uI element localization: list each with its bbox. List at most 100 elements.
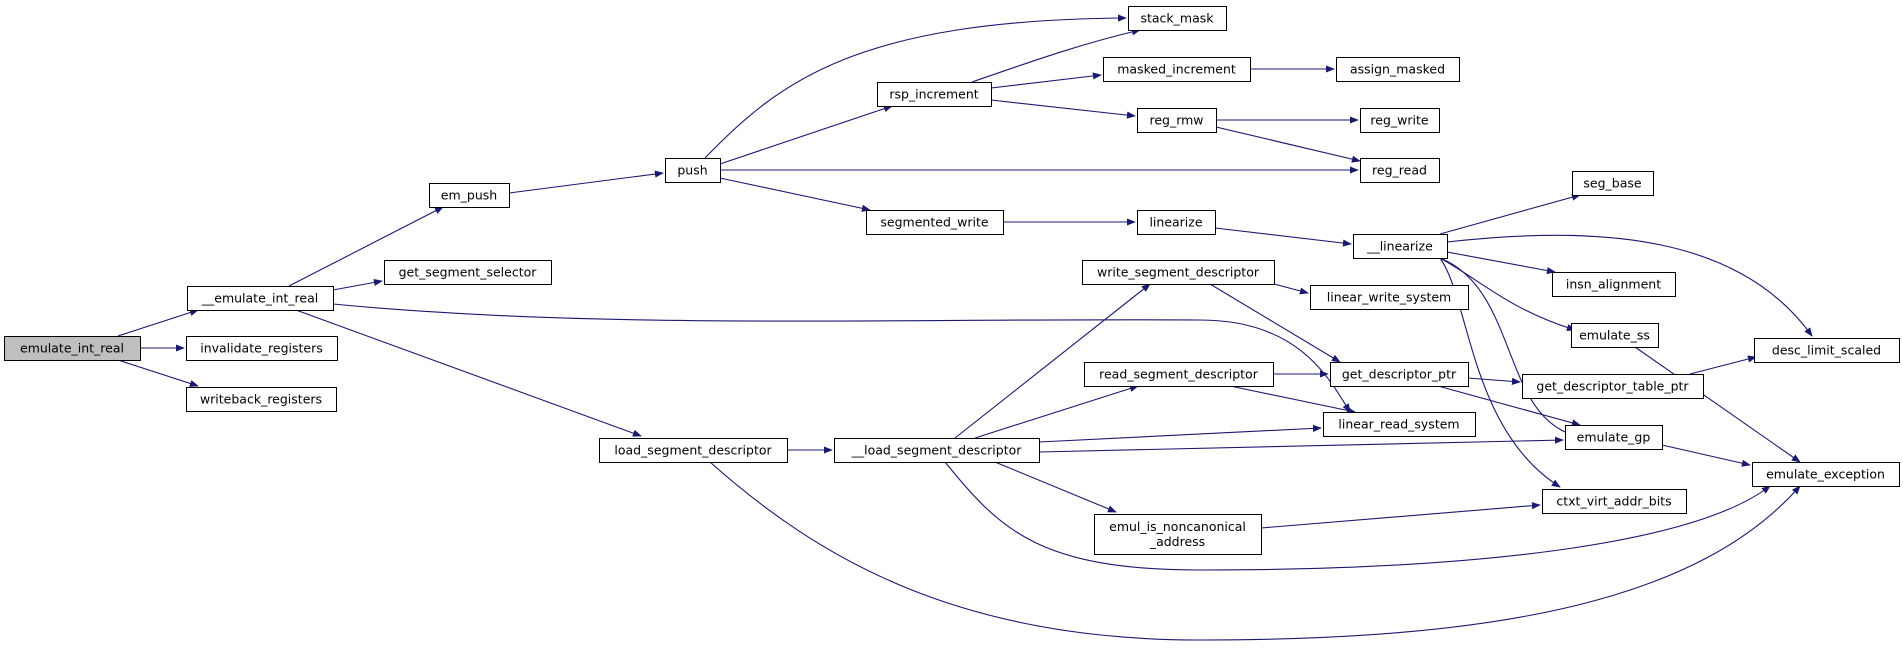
node-label: load_segment_descriptor [614, 443, 772, 458]
node-rsp_increment[interactable]: rsp_increment [877, 82, 992, 107]
node-load_segment_descriptor[interactable]: load_segment_descriptor [599, 438, 788, 463]
node-box [1336, 57, 1460, 82]
node-write_segment_descriptor[interactable]: write_segment_descriptor [1082, 260, 1275, 285]
edge-emulate_gp-to-emulate_exception [1661, 444, 1751, 467]
node-label: emulate_exception [1766, 467, 1885, 482]
edge-__load_segment_descriptor-to-emulate_gp [1038, 436, 1564, 453]
node-box [1754, 338, 1900, 363]
node-label: reg_read [1372, 163, 1427, 178]
edge-write_segment_descriptor-to-get_descriptor_ptr [1209, 283, 1341, 363]
edge-__load_segment_descriptor-to-write_segment_descriptor [954, 283, 1151, 439]
node-ctxt_virt_addr_bits[interactable]: ctxt_virt_addr_bits [1542, 489, 1687, 514]
edge-emul_is_noncanonical_address-to-ctxt_virt_addr_bits [1260, 502, 1541, 529]
node-linearize[interactable]: linearize [1137, 210, 1216, 235]
node-box [4, 336, 141, 361]
node-seg_base[interactable]: seg_base [1572, 171, 1654, 196]
node-label: _address [1149, 534, 1205, 549]
node-box [1103, 57, 1251, 82]
node-box [1552, 272, 1676, 297]
node-box [1571, 323, 1659, 348]
node-label: write_segment_descriptor [1097, 265, 1260, 280]
node-writeback_registers[interactable]: writeback_registers [186, 387, 337, 412]
node-__linearize[interactable]: __linearize [1353, 234, 1448, 259]
node-label: masked_increment [1117, 62, 1236, 77]
edge-emulate_int_real-to-__emulate_int_real [117, 309, 199, 337]
edge-reg_rmw-to-reg_read [1215, 126, 1361, 163]
node-box [187, 286, 334, 311]
node-emul_is_noncanonical_address[interactable]: emul_is_noncanonical_address [1094, 514, 1262, 555]
edge-rsp_increment-to-masked_increment [990, 72, 1102, 89]
node-box [1323, 412, 1476, 437]
edge-push-to-segmented_write [719, 177, 871, 212]
edge-emulate_int_real-to-writeback_registers [117, 359, 199, 387]
node-get_segment_selector[interactable]: get_segment_selector [384, 260, 552, 285]
node-box [1360, 158, 1440, 183]
edge-load_segment_descriptor-to-emulate_exception [709, 461, 1801, 641]
node-label: writeback_registers [200, 392, 322, 407]
edge-__linearize-to-insn_alignment [1446, 251, 1556, 275]
node-stack_mask[interactable]: stack_mask [1128, 6, 1227, 31]
node-assign_masked[interactable]: assign_masked [1336, 57, 1460, 82]
node-label: linearize [1149, 215, 1202, 230]
edge-__emulate_int_real-to-em_push [288, 206, 444, 287]
node-label: push [677, 163, 707, 178]
node-push[interactable]: push [665, 158, 721, 183]
node-label: get_segment_selector [399, 265, 538, 280]
edge-em_push-to-push [508, 170, 664, 194]
nodes-layer: emulate_int_real __emulate_int_realinvali… [4, 6, 1900, 555]
node-box [1360, 108, 1440, 133]
node-read_segment_descriptor[interactable]: read_segment_descriptor [1084, 362, 1274, 387]
node-label: rsp_increment [889, 87, 978, 102]
node-box [1542, 489, 1687, 514]
node-label: reg_rmw [1149, 113, 1203, 128]
node-emulate_int_real[interactable]: emulate_int_real [4, 336, 141, 361]
edge-push-to-rsp_increment [719, 105, 893, 165]
node-box [1137, 108, 1217, 133]
node-reg_read[interactable]: reg_read [1360, 158, 1440, 183]
node-label: reg_write [1370, 113, 1428, 128]
node-emulate_gp[interactable]: emulate_gp [1565, 425, 1663, 450]
node-box [877, 82, 992, 107]
node-desc_limit_scaled[interactable]: desc_limit_scaled [1754, 338, 1900, 363]
node-get_descriptor_table_ptr[interactable]: get_descriptor_table_ptr [1522, 374, 1704, 399]
node-box [1128, 6, 1227, 31]
node-get_descriptor_ptr[interactable]: get_descriptor_ptr [1330, 362, 1469, 387]
edge-get_descriptor_table_ptr-to-desc_limit_scaled [1689, 355, 1757, 375]
node-linear_write_system[interactable]: linear_write_system [1310, 285, 1469, 310]
node-label: invalidate_registers [200, 341, 323, 356]
edge-__load_segment_descriptor-to-linear_read_system [1038, 424, 1322, 443]
node-masked_increment[interactable]: masked_increment [1103, 57, 1251, 82]
edge-__linearize-to-emulate_ss [1439, 257, 1576, 332]
edge-__load_segment_descriptor-to-read_segment_descriptor [974, 385, 1139, 439]
node-box [1084, 362, 1274, 387]
node-box [384, 260, 552, 285]
node-box [1572, 171, 1654, 196]
node-insn_alignment[interactable]: insn_alignment [1552, 272, 1676, 297]
node-reg_write[interactable]: reg_write [1360, 108, 1440, 133]
edges-layer [117, 14, 1813, 641]
node-em_push[interactable]: em_push [429, 183, 510, 208]
node-__emulate_int_real[interactable]: __emulate_int_real [187, 286, 334, 311]
node-emulate_exception[interactable]: emulate_exception [1752, 462, 1900, 487]
edge-__emulate_int_real-to-linear_read_system [332, 303, 1351, 413]
node-label: segmented_write [880, 215, 988, 230]
edge-__load_segment_descriptor-to-emul_is_noncanonical_address [994, 461, 1117, 513]
node-box [186, 336, 338, 361]
node-label: emulate_int_real [20, 341, 124, 356]
edge-__load_segment_descriptor-to-emulate_exception [944, 461, 1771, 571]
node-box [1082, 260, 1275, 285]
edge-read_segment_descriptor-to-linear_read_system [1229, 385, 1356, 414]
node-invalidate_registers[interactable]: invalidate_registers [186, 336, 338, 361]
node-box [1752, 462, 1900, 487]
edge-__emulate_int_real-to-get_segment_selector [332, 278, 383, 291]
node-segmented_write[interactable]: segmented_write [866, 210, 1004, 235]
node-emulate_ss[interactable]: emulate_ss [1571, 323, 1659, 348]
node-linear_read_system[interactable]: linear_read_system [1323, 412, 1476, 437]
node-label: emul_is_noncanonical [1109, 519, 1246, 534]
node-box [665, 158, 721, 183]
node-box [866, 210, 1004, 235]
edge-emulate_ss-to-emulate_exception [1634, 346, 1801, 463]
node-reg_rmw[interactable]: reg_rmw [1137, 108, 1217, 133]
node-__load_segment_descriptor[interactable]: __load_segment_descriptor [834, 438, 1040, 463]
